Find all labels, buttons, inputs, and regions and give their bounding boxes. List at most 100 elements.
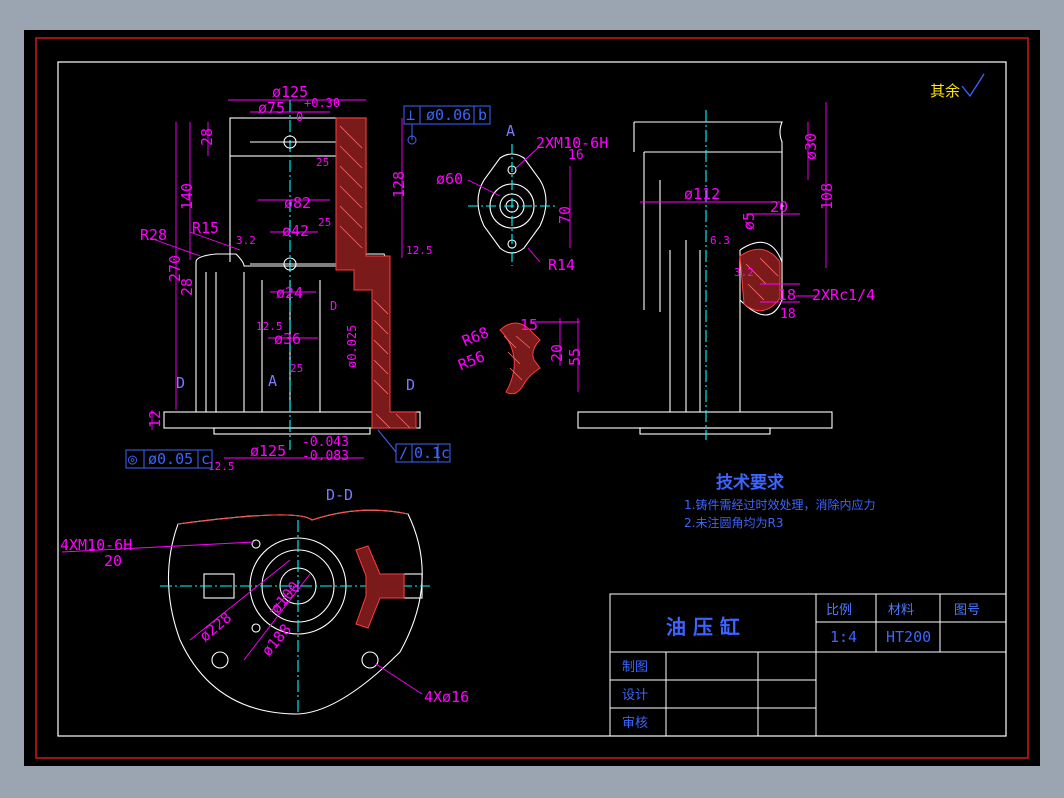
ra-12.5: 12.5 xyxy=(256,320,283,333)
dim-fit-ref: D xyxy=(330,299,337,313)
dim-d82: ø82 xyxy=(284,194,311,212)
side-view-dims xyxy=(640,102,827,303)
front-view xyxy=(163,100,421,450)
fcf-bottom xyxy=(125,449,213,469)
ra-12.5-right: 12.5 xyxy=(406,244,433,257)
title-block-text: 油 压 缸 比例 材料 图号 1:4 HT200 制图 设计 审核 xyxy=(622,603,980,731)
outer-border xyxy=(35,37,1029,759)
fcf-top-text: ⊥ ø0.06 b xyxy=(406,106,487,124)
ra-12.5-base: 12.5 xyxy=(208,460,235,473)
row-review: 审核 xyxy=(622,716,648,731)
dim-12: 12 xyxy=(146,410,164,428)
front-view-section xyxy=(335,117,417,429)
arc-55: 55 xyxy=(566,348,584,366)
side-ra-6.3: 6.3 xyxy=(710,234,730,247)
header-material: 材料 xyxy=(888,603,914,618)
section-dd-title: D-D xyxy=(326,486,353,504)
fcf-bottom-right-text: ∕ 0.1 c xyxy=(399,444,450,462)
dim-tol-zero: 0 xyxy=(296,110,303,124)
row-draw: 制图 xyxy=(622,660,648,675)
view-a-thread: 2XM10-6H xyxy=(536,134,608,152)
side-18: 18 xyxy=(778,286,796,304)
fcf-bottom-symbol: ◎ xyxy=(128,450,137,468)
section-dd-hatch xyxy=(177,509,409,629)
fcf-bottom-datum: c xyxy=(201,450,210,468)
dim-tol-083: -0.083 xyxy=(302,449,349,464)
dim-28-mid: 28 xyxy=(178,278,196,296)
dim-d24: ø24 xyxy=(276,284,303,302)
header-drawing-no: 图号 xyxy=(954,603,980,618)
dim-d125: ø125 xyxy=(272,83,308,101)
fcf-br-symbol: ∕ xyxy=(399,444,408,462)
section-dd-holes: 4Xø16 xyxy=(424,688,469,706)
section-mark-d-left: D xyxy=(176,374,185,392)
section-mark-d-right: D xyxy=(406,376,415,394)
dim-tol-plus: +0.30 xyxy=(304,96,340,110)
fcf-bottom-value: ø0.05 xyxy=(148,450,193,468)
tech-requirements: 技术要求 1.铸件需经过时效处理，消除内应力 2.未注圆角均为R3 xyxy=(684,472,875,530)
roughness-note: 其余 xyxy=(930,82,960,100)
tech-req-title: 技术要求 xyxy=(716,472,784,493)
roughness-check-icon xyxy=(961,73,985,98)
dim-d75: ø75 xyxy=(258,99,285,117)
side-view-section xyxy=(739,248,781,312)
front-view-dimensions xyxy=(149,99,403,459)
fcf-br-value: 0.1 xyxy=(414,444,441,462)
header-scale: 比例 xyxy=(826,603,852,618)
front-view-section-letters: D D A xyxy=(176,372,415,394)
title-block xyxy=(609,593,1007,737)
dim-tol-043: -0.043 xyxy=(302,435,349,450)
view-mark-a: A xyxy=(268,372,277,390)
fcf-br-datum: c xyxy=(441,444,450,462)
fcf-top xyxy=(403,105,491,145)
view-a-depth: 16 xyxy=(568,148,584,163)
dim-128: 128 xyxy=(390,171,408,198)
side-20: 20 xyxy=(770,198,788,216)
view-a-dims xyxy=(467,147,571,263)
section-dd-depth: 20 xyxy=(104,552,122,570)
side-view-labels: ø112 ø30 108 20 ø5 18 18 6.3 3.2 2XRc1/4 xyxy=(684,133,875,322)
dim-28-top: 28 xyxy=(198,128,216,146)
dim-270: 270 xyxy=(166,255,184,282)
ra-25-b: 25 xyxy=(318,216,331,229)
view-a-d60: ø60 xyxy=(436,170,463,188)
side-d5: ø5 xyxy=(740,212,758,230)
dim-r28: R28 xyxy=(140,226,167,244)
tech-req-line2: 2.未注圆角均为R3 xyxy=(684,515,783,530)
side-108: 108 xyxy=(818,183,836,210)
side-thread: 2XRc1/4 xyxy=(812,286,875,304)
view-a-r14: R14 xyxy=(548,256,575,274)
arc-detail xyxy=(499,322,541,395)
section-dd-thread: 4XM10-6H xyxy=(60,536,132,554)
ra-25-c: 25 xyxy=(290,362,303,375)
dim-fit-d: ø0.025 xyxy=(345,325,359,368)
front-view-labels: ø125 ø75 +0.30 0 ø82 ø42 ø24 ø36 R28 R15… xyxy=(140,83,433,473)
fcf-top-value: ø0.06 xyxy=(426,106,471,124)
sheet-background xyxy=(24,30,1040,766)
arc-15: 15 xyxy=(520,316,538,334)
side-view xyxy=(577,110,833,440)
tech-req-line1: 1.铸件需经过时效处理，消除内应力 xyxy=(684,497,875,512)
fcf-top-symbol: ⊥ xyxy=(406,106,415,124)
dim-d36: ø36 xyxy=(274,330,301,348)
dim-d125-base: ø125 xyxy=(250,442,286,460)
inner-frame xyxy=(57,61,1007,737)
dim-r15: R15 xyxy=(192,219,219,237)
side-d30: ø30 xyxy=(802,133,820,160)
row-design: 设计 xyxy=(622,688,648,703)
fcf-top-datum: b xyxy=(478,106,487,124)
dim-140: 140 xyxy=(178,183,196,210)
view-a-labels: A 2XM10-6H 16 ø60 70 R14 xyxy=(436,122,608,274)
fcf-bottom-text: ◎ ø0.05 c xyxy=(128,450,210,468)
arc-detail-dims xyxy=(530,318,580,392)
material-value: HT200 xyxy=(886,628,931,646)
side-ra-3.2: 3.2 xyxy=(734,266,754,279)
view-a xyxy=(468,144,556,266)
ra-25-a: 25 xyxy=(316,156,329,169)
arc-20: 20 xyxy=(548,344,566,362)
dim-d42: ø42 xyxy=(282,222,309,240)
scale-value: 1:4 xyxy=(830,628,857,646)
section-dd-dims xyxy=(61,541,423,695)
